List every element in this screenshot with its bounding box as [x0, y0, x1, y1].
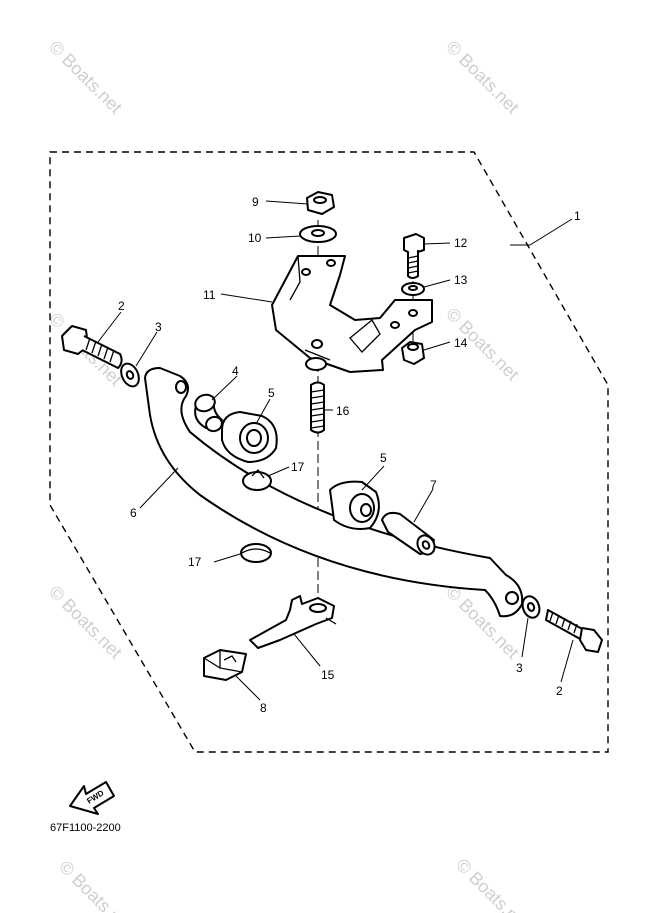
- callout-8: 8: [260, 701, 267, 715]
- callout-17: 17: [291, 460, 305, 474]
- cap-17-lower: [240, 543, 272, 563]
- bolt-2-right: [545, 609, 603, 653]
- watermark: © Boats.net: [55, 857, 136, 913]
- callout-5: 5: [268, 386, 275, 400]
- block-8: [203, 649, 247, 681]
- bolt-2-left: [61, 325, 123, 369]
- callout-11: 11: [203, 288, 216, 302]
- callout-15: 15: [321, 668, 335, 682]
- assembly-boundary: [49, 151, 609, 753]
- diagram-part-code: 67F1100-2200: [50, 822, 121, 834]
- watermark: © Boats.net: [442, 37, 523, 118]
- callout-2: 2: [118, 299, 125, 313]
- callout-17: 17: [188, 555, 202, 569]
- callout-9: 9: [252, 195, 259, 209]
- callout-3: 3: [516, 661, 523, 675]
- washer-10: [299, 225, 337, 243]
- callout-6: 6: [130, 506, 137, 520]
- bushing-7: [381, 511, 436, 556]
- leader-lines: [97, 200, 574, 701]
- watermark: © Boats.net: [45, 582, 126, 663]
- watermarks: © Boats.net © Boats.net © Boats.net © Bo…: [45, 37, 533, 913]
- callout-7: 7: [430, 478, 437, 492]
- callout-2: 2: [556, 684, 563, 698]
- bolt-12: [403, 233, 425, 279]
- callout-14: 14: [454, 336, 468, 350]
- cushion-5-upper: [221, 411, 278, 463]
- watermark: © Boats.net: [452, 855, 533, 913]
- bushing-4: [194, 393, 223, 433]
- spacer-cap: [305, 357, 327, 371]
- callout-13: 13: [454, 273, 468, 287]
- callout-4: 4: [232, 364, 239, 378]
- ground-plate-15: [249, 595, 337, 649]
- callout-12: 12: [454, 236, 468, 250]
- callout-10: 10: [248, 231, 262, 245]
- callout-5: 5: [380, 451, 387, 465]
- nut-14: [401, 341, 425, 365]
- cap-17-upper: [242, 469, 272, 491]
- callouts: 1 2 3 4 5 6 7 8 9 10 11 12 13 14 15 16 1…: [118, 195, 581, 715]
- washer-3-left: [120, 362, 140, 388]
- callout-16: 16: [336, 404, 350, 418]
- washer-13: [401, 282, 425, 296]
- callout-1: 1: [574, 209, 581, 223]
- upper-bracket: [271, 255, 433, 373]
- watermark: © Boats.net: [45, 37, 126, 118]
- callout-3: 3: [155, 320, 162, 334]
- stud-16: [310, 381, 325, 434]
- cushion-5-lower: [329, 480, 380, 530]
- nut-9: [306, 191, 335, 215]
- washer-3-right: [521, 595, 541, 619]
- fwd-arrow: FWD: [69, 781, 115, 815]
